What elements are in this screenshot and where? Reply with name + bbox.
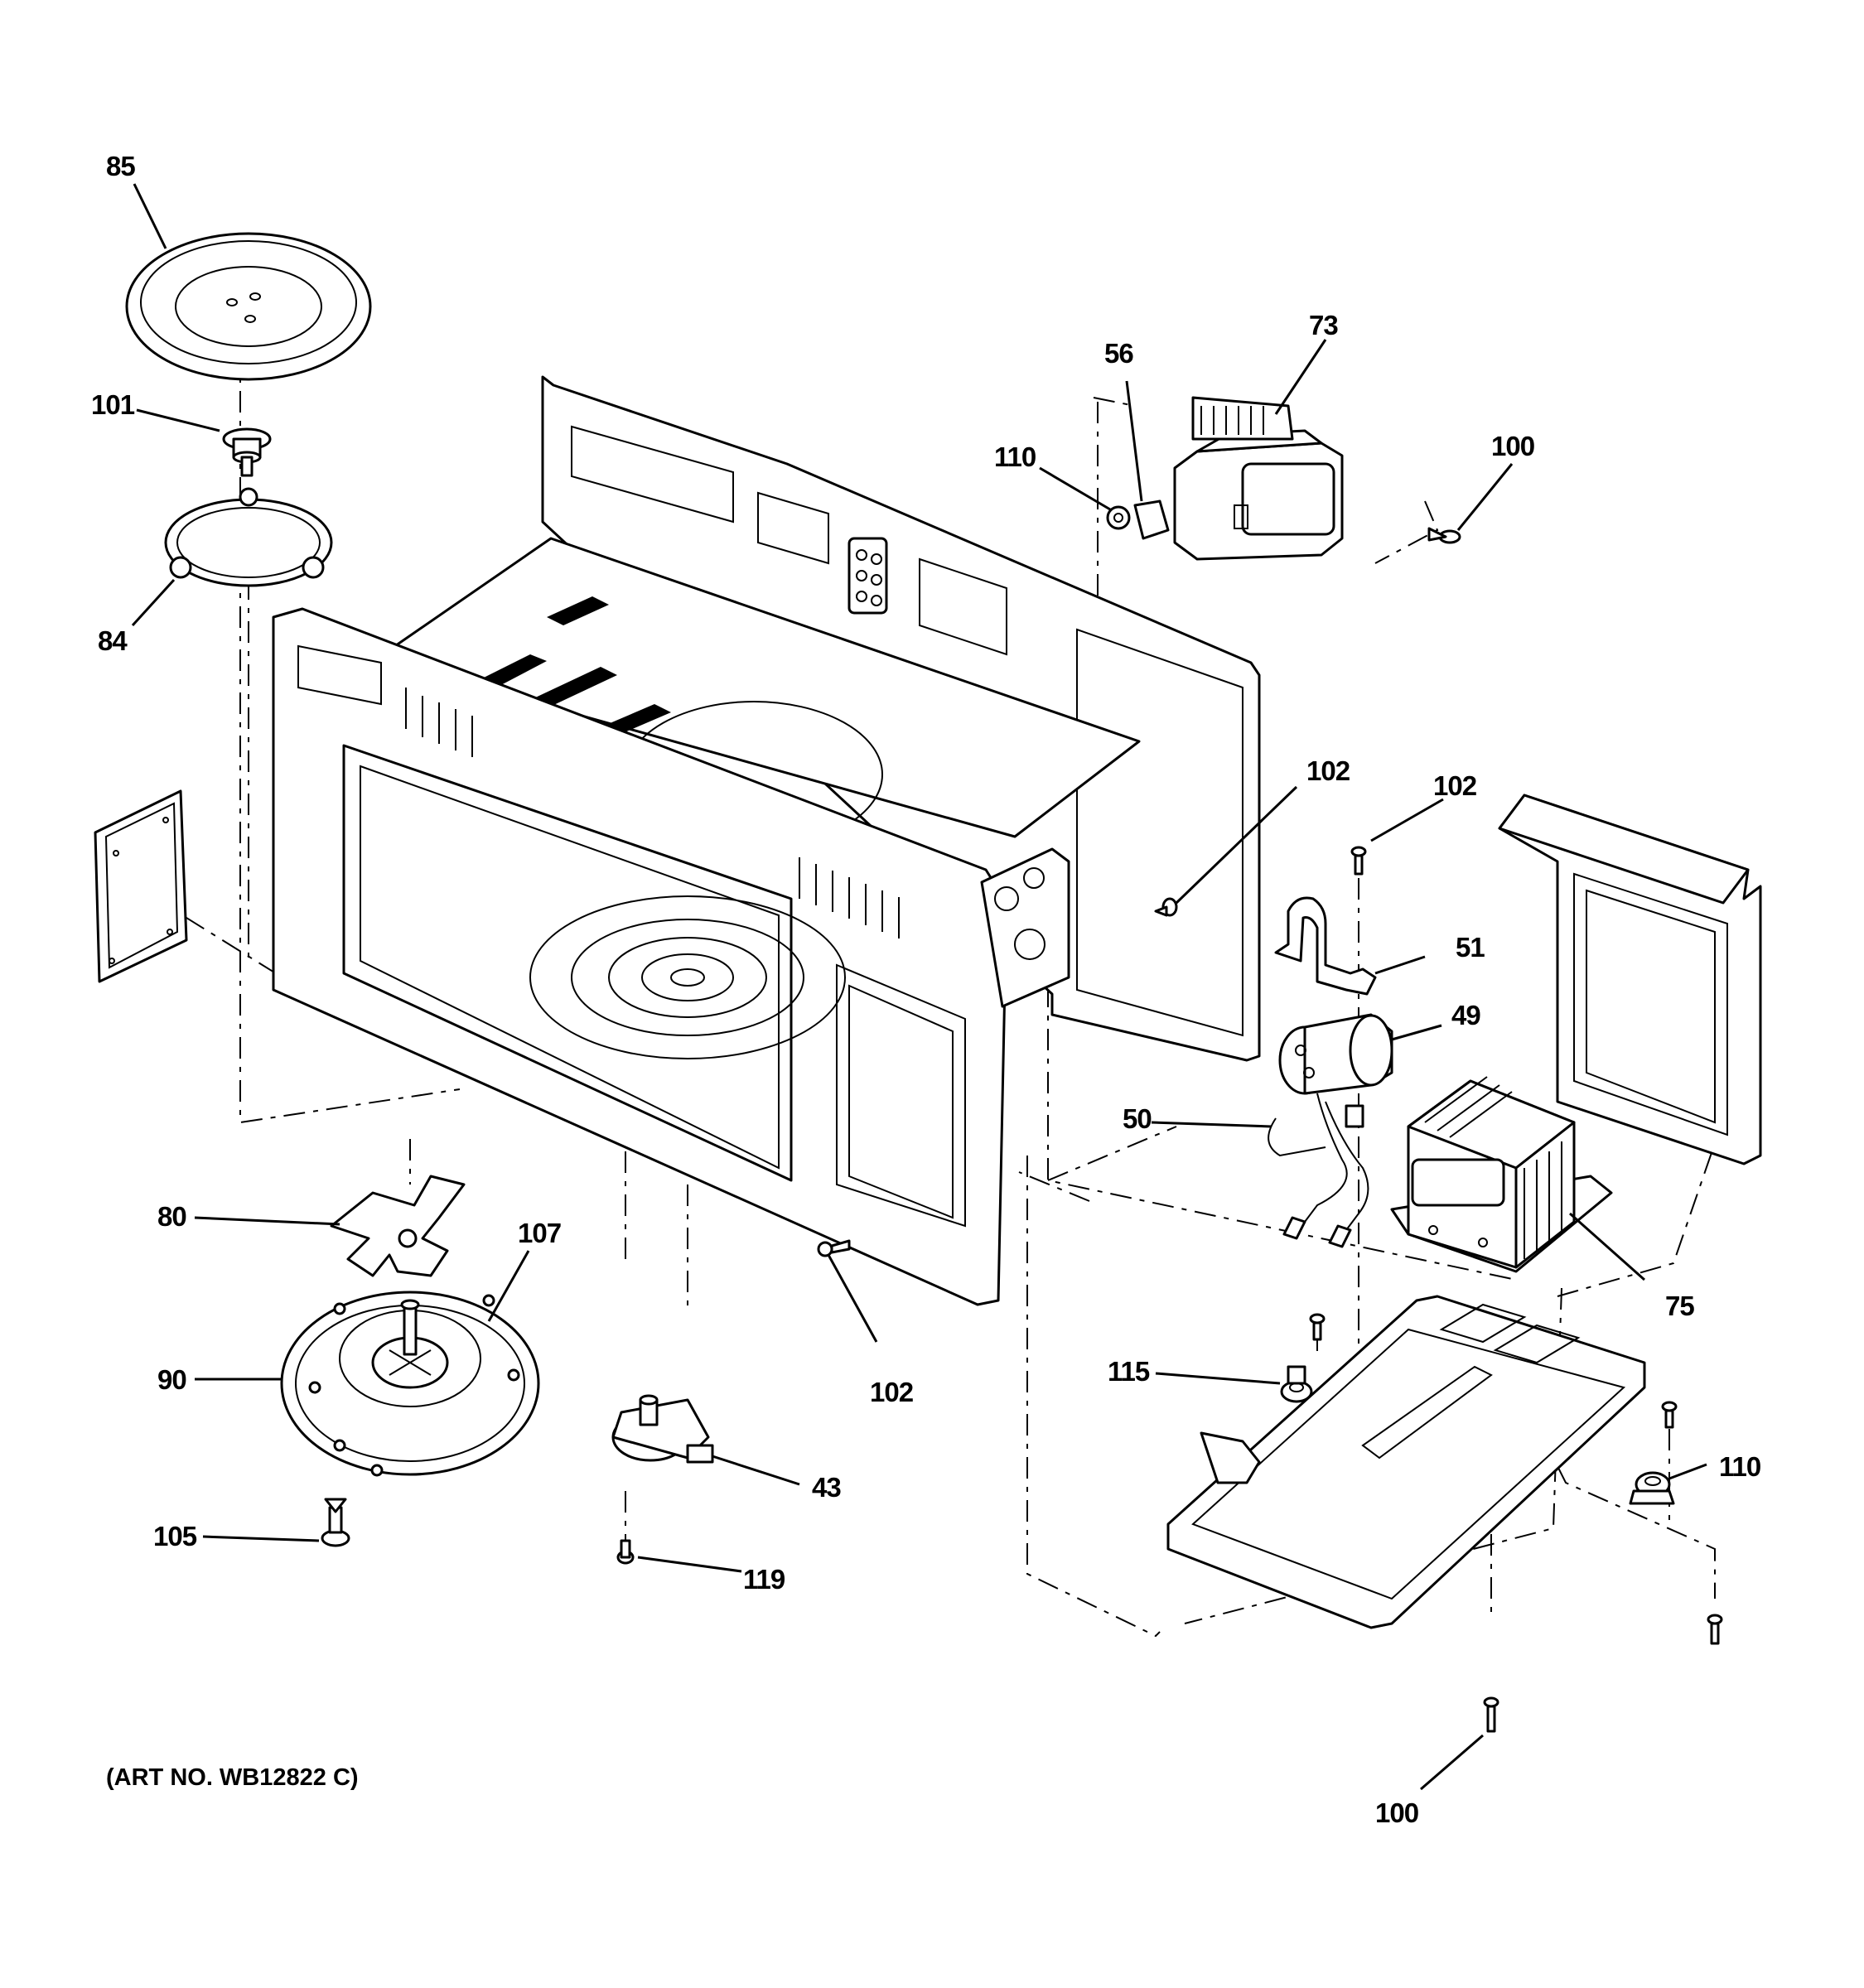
screw-100-upper [1427, 527, 1461, 544]
roller-ring [164, 487, 333, 587]
callout-100-lower: 100 [1375, 1797, 1418, 1828]
callout-73: 73 [1309, 310, 1338, 340]
callout-labels: 85 101 84 56 73 110 100 102 102 51 49 50… [91, 151, 1761, 1828]
callout-85: 85 [106, 151, 135, 181]
oven-cavity-chassis [272, 375, 1261, 1306]
art-number: (ART NO. WB12822 C) [106, 1764, 359, 1791]
side-cover-panel [1498, 794, 1762, 1165]
stirrer-support [321, 1498, 350, 1547]
cavity-thermostat [1280, 1365, 1313, 1403]
callout-84: 84 [98, 625, 128, 656]
magnetron-thermostat [1106, 499, 1170, 540]
callout-43: 43 [812, 1472, 841, 1503]
screw-110-lower [1661, 1401, 1678, 1429]
high-voltage-transformer [1390, 1076, 1613, 1273]
high-voltage-capacitor [1278, 1013, 1393, 1095]
screws [616, 527, 1723, 1733]
turntable-tray [125, 232, 372, 381]
callout-115: 115 [1108, 1356, 1150, 1387]
callout-102-center: 102 [1306, 755, 1350, 786]
callout-90: 90 [157, 1364, 186, 1395]
screw-115-mount [1309, 1313, 1326, 1341]
screw-102-center [1154, 897, 1178, 917]
side-access-panel [94, 789, 188, 983]
magnetron [1173, 396, 1344, 561]
turntable-motor [611, 1394, 714, 1464]
screw-100-lower [1483, 1696, 1499, 1733]
stirrer-shaft [400, 1299, 420, 1356]
capacitor-bracket [1274, 896, 1377, 996]
callout-51: 51 [1456, 932, 1485, 963]
stirrer-cover [280, 1291, 540, 1477]
callout-105: 105 [153, 1521, 197, 1551]
turntable-coupler [222, 427, 272, 477]
screw-right-bottom [1707, 1614, 1723, 1645]
high-voltage-diode [1268, 1093, 1369, 1248]
callout-102-lower: 102 [870, 1377, 914, 1407]
base-plate [1166, 1295, 1646, 1629]
lower-thermostat [1629, 1471, 1675, 1505]
callout-110-upper: 110 [994, 442, 1036, 472]
callout-56: 56 [1104, 338, 1133, 369]
callout-100-upper: 100 [1491, 431, 1534, 461]
callout-75: 75 [1665, 1291, 1694, 1321]
callout-49: 49 [1451, 1000, 1480, 1030]
callout-102-right: 102 [1433, 770, 1477, 801]
callout-50: 50 [1123, 1103, 1152, 1134]
screw-102-right [1350, 846, 1367, 876]
screw-102-lower [817, 1239, 851, 1257]
stirrer-blade [330, 1175, 466, 1277]
callout-80: 80 [157, 1201, 186, 1232]
screw-119 [616, 1539, 635, 1565]
callout-110-lower: 110 [1719, 1451, 1760, 1482]
callout-119: 119 [743, 1564, 785, 1595]
callout-101: 101 [91, 389, 135, 420]
leader-lines [131, 183, 1707, 1791]
callout-107: 107 [518, 1218, 561, 1248]
